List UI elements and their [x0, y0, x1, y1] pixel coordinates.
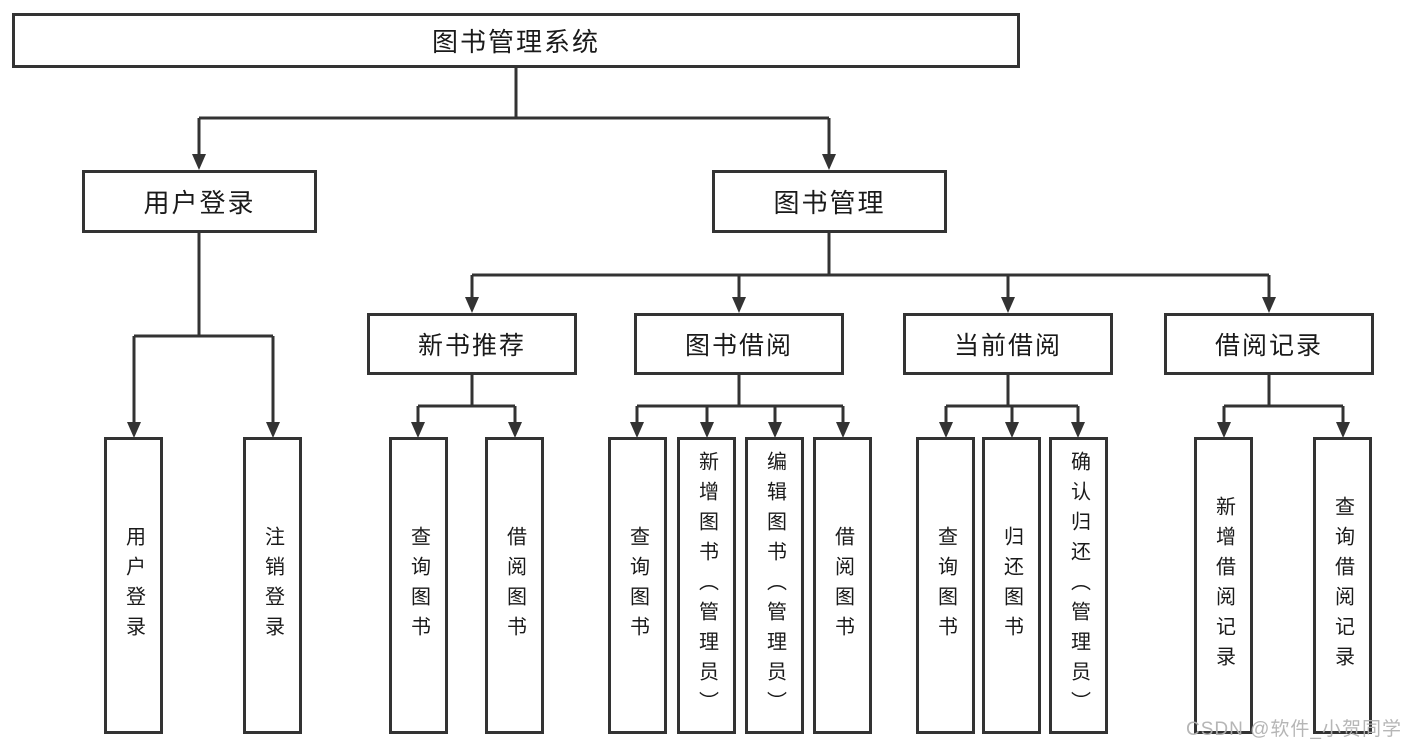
- edge-user-login-to-leaves: [127, 233, 280, 438]
- arrowhead-down-icon: [1001, 297, 1015, 313]
- leaf-query-book-borrow: 查询图书: [608, 437, 667, 734]
- leaf-label: 查询借阅记录: [1331, 495, 1354, 676]
- leaf-label: 查询图书: [626, 525, 649, 646]
- node-book-management: 图书管理: [712, 170, 947, 233]
- leaf-query-book-current: 查询图书: [916, 437, 975, 734]
- leaf-add-borrow-record: 新增借阅记录: [1194, 437, 1253, 734]
- arrowhead-down-icon: [1336, 422, 1350, 438]
- arrowhead-down-icon: [508, 422, 522, 438]
- edge-new-book-to-leaves: [411, 375, 522, 438]
- leaf-query-borrow-record: 查询借阅记录: [1313, 437, 1372, 734]
- arrowhead-down-icon: [939, 422, 953, 438]
- leaf-return-book: 归还图书: [982, 437, 1041, 734]
- leaf-label: 新增图书（管理员）: [695, 450, 718, 721]
- arrowhead-down-icon: [700, 422, 714, 438]
- arrowhead-down-icon: [192, 154, 206, 170]
- arrowhead-down-icon: [630, 422, 644, 438]
- edge-current-borrow-to-leaves: [939, 375, 1085, 438]
- edge-borrow-records-to-leaves: [1217, 375, 1350, 438]
- edge-book-management-to-level3: [465, 233, 1276, 313]
- arrowhead-down-icon: [1262, 297, 1276, 313]
- arrowhead-down-icon: [768, 422, 782, 438]
- arrowhead-down-icon: [1217, 422, 1231, 438]
- node-label: 当前借阅: [953, 332, 1062, 360]
- node-new-book-recommend: 新书推荐: [367, 313, 577, 375]
- leaf-borrow-book-recommend: 借阅图书: [485, 437, 544, 734]
- arrowhead-down-icon: [732, 297, 746, 313]
- node-user-login: 用户登录: [82, 170, 317, 233]
- node-current-borrow: 当前借阅: [903, 313, 1113, 375]
- node-label: 图书管理: [773, 188, 886, 218]
- leaf-query-book-recommend: 查询图书: [389, 437, 448, 734]
- edge-book-borrow-to-leaves: [630, 375, 850, 438]
- edge-root-to-level2: [192, 68, 836, 170]
- node-library-system: 图书管理系统: [12, 13, 1020, 68]
- leaf-label: 用户登录: [122, 525, 145, 646]
- arrowhead-down-icon: [411, 422, 425, 438]
- node-label: 用户登录: [143, 188, 256, 218]
- arrowhead-down-icon: [465, 297, 479, 313]
- node-borrow-records: 借阅记录: [1164, 313, 1374, 375]
- leaf-label: 借阅图书: [503, 525, 526, 646]
- leaf-logout: 注销登录: [243, 437, 302, 734]
- leaf-label: 确认归还（管理员）: [1067, 450, 1090, 721]
- leaf-edit-book-admin: 编辑图书（管理员）: [745, 437, 804, 734]
- arrowhead-down-icon: [1005, 422, 1019, 438]
- leaf-label: 查询图书: [407, 525, 430, 646]
- arrowhead-down-icon: [836, 422, 850, 438]
- node-label: 图书管理系统: [431, 27, 600, 57]
- leaf-add-book-admin: 新增图书（管理员）: [677, 437, 736, 734]
- arrowhead-down-icon: [266, 422, 280, 438]
- node-book-borrow: 图书借阅: [634, 313, 844, 375]
- leaf-label: 注销登录: [261, 525, 284, 646]
- leaf-label: 新增借阅记录: [1212, 495, 1235, 676]
- arrowhead-down-icon: [1071, 422, 1085, 438]
- node-label: 新书推荐: [417, 332, 526, 360]
- leaf-label: 归还图书: [1000, 525, 1023, 646]
- leaf-user-login: 用户登录: [104, 437, 163, 734]
- node-label: 图书借阅: [684, 332, 793, 360]
- leaf-label: 查询图书: [934, 525, 957, 646]
- node-label: 借阅记录: [1214, 332, 1323, 360]
- leaf-label: 借阅图书: [831, 525, 854, 646]
- arrowhead-down-icon: [127, 422, 141, 438]
- watermark: CSDN @软件_小贺同学: [1186, 719, 1402, 740]
- leaf-confirm-return-admin: 确认归还（管理员）: [1049, 437, 1108, 734]
- arrowhead-down-icon: [822, 154, 836, 170]
- leaf-label: 编辑图书（管理员）: [763, 450, 786, 721]
- leaf-borrow-book: 借阅图书: [813, 437, 872, 734]
